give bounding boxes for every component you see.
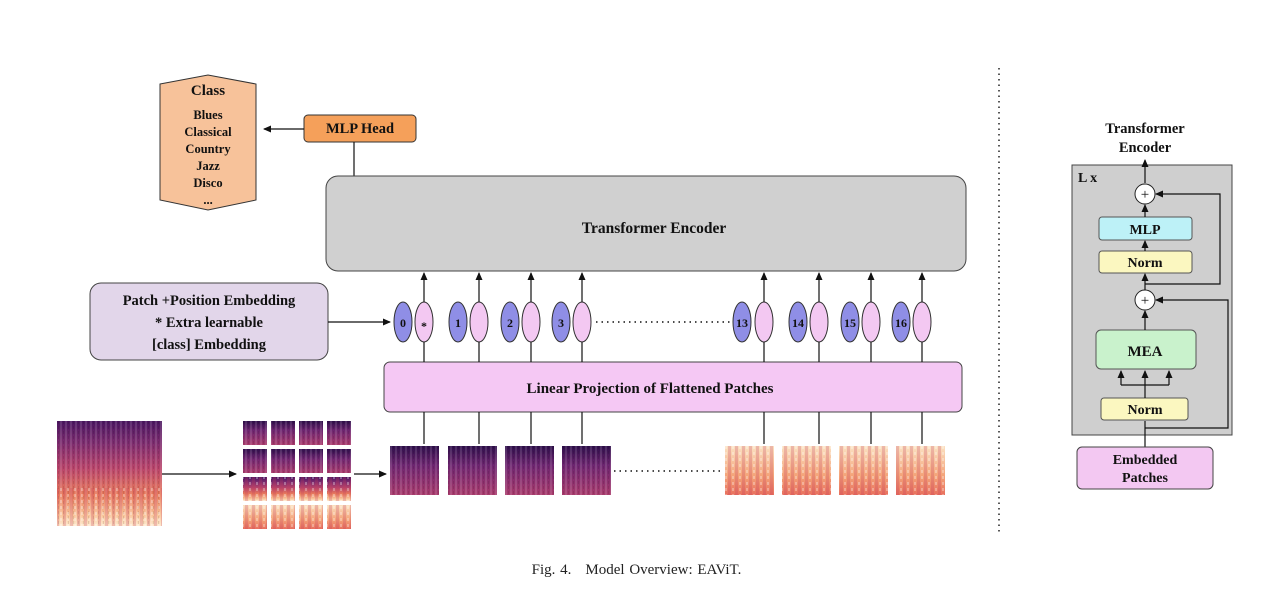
class-item: Blues — [193, 108, 222, 122]
token-group-16: 16 — [891, 301, 932, 343]
mlp-block: MLP — [1098, 216, 1193, 241]
class-output-box: Class Blues Classical Country Jazz Disco… — [159, 74, 257, 211]
patch-position-embedding-box: Patch +Position Embedding * Extra learna… — [89, 282, 329, 361]
mlp-head-label: MLP Head — [326, 121, 394, 137]
figure-caption: Fig. 4. Model Overview: EAViT. — [0, 562, 1273, 579]
token-label: 15 — [844, 316, 856, 330]
input-spectrogram — [57, 421, 162, 526]
norm-block-top: Norm — [1098, 250, 1193, 274]
plus-symbol: + — [1141, 293, 1149, 309]
figure-number: Fig. 4. — [531, 562, 572, 578]
transformer-encoder-box: Transformer Encoder — [325, 175, 967, 272]
linear-projection-box: Linear Projection of Flattened Patches — [383, 361, 963, 413]
class-item: Country — [185, 142, 231, 156]
repeat-label: L x — [1078, 171, 1097, 186]
linear-projection-label: Linear Projection of Flattened Patches — [527, 381, 774, 397]
grid-patch-texture — [327, 421, 351, 445]
residual-skip-bottom — [1145, 296, 1229, 429]
residual-add-middle: + — [1134, 289, 1156, 311]
plus-symbol: + — [1141, 187, 1149, 203]
class-item: ... — [203, 193, 212, 207]
token-label: 1 — [455, 316, 461, 330]
grid-patch-texture — [243, 477, 267, 501]
projection-to-token-lines — [423, 342, 923, 362]
mea-label: MEA — [1128, 344, 1163, 360]
token-group-3: 3 — [551, 301, 592, 343]
class-item: Jazz — [196, 159, 220, 173]
token-label: 2 — [507, 316, 513, 330]
norm-top-label: Norm — [1128, 256, 1163, 271]
embedding-line-2: * Extra learnable — [155, 315, 263, 331]
grid-patch-texture — [299, 449, 323, 473]
grid-patch-texture — [327, 477, 351, 501]
token-group-13: 13 — [732, 301, 774, 343]
token-group-0: 0 * — [393, 301, 434, 343]
token-group-14: 14 — [788, 301, 829, 343]
token-label: 13 — [736, 316, 748, 330]
token-to-encoder-arrows — [420, 272, 926, 302]
grid-patch-texture — [271, 477, 295, 501]
encoder-block-title-2: Encoder — [1119, 140, 1172, 156]
grid-patch-texture — [243, 505, 267, 529]
grid-patch-texture — [271, 449, 295, 473]
embedding-line-1: Patch +Position Embedding — [123, 293, 296, 309]
token-label: 3 — [558, 316, 564, 330]
token-label: 16 — [895, 316, 907, 330]
grid-patch-texture — [327, 449, 351, 473]
grid-patch-texture — [271, 421, 295, 445]
embedded-patches-box: Embedded Patches — [1076, 446, 1214, 490]
token-group-1: 1 — [448, 301, 489, 343]
token-group-2: 2 — [500, 301, 541, 343]
transformer-encoder-label: Transformer Encoder — [582, 220, 727, 237]
mlp-label: MLP — [1129, 223, 1161, 238]
grid-patch-texture — [271, 505, 295, 529]
patch-grid — [243, 421, 351, 529]
embedded-patches-line-2: Patches — [1122, 471, 1168, 486]
grid-patch-texture — [243, 421, 267, 445]
encoder-block-title-1: Transformer — [1105, 121, 1185, 137]
residual-skip-top — [1145, 190, 1221, 285]
grid-patch-texture — [243, 449, 267, 473]
grid-patch-texture — [299, 505, 323, 529]
token-label: * — [421, 319, 427, 333]
mea-block: MEA — [1095, 329, 1197, 370]
patch-to-projection-lines — [423, 412, 923, 444]
residual-add-top: + — [1134, 183, 1156, 205]
class-item: Classical — [184, 125, 232, 139]
norm-block-bottom: Norm — [1100, 397, 1189, 421]
mlp-head-box: MLP Head — [303, 114, 417, 143]
grid-patch-texture — [299, 477, 323, 501]
class-item: Disco — [193, 176, 222, 190]
class-title: Class — [191, 83, 225, 99]
grid-patch-texture — [299, 421, 323, 445]
norm-bottom-label: Norm — [1128, 403, 1163, 418]
flattened-patches — [390, 446, 945, 495]
embedding-line-3: [class] Embedding — [152, 337, 267, 353]
token-label: 0 — [400, 316, 406, 330]
qkv-arrows — [1117, 370, 1173, 398]
token-label: 14 — [792, 316, 804, 330]
token-group-15: 15 — [840, 301, 881, 343]
embedded-patches-line-1: Embedded — [1113, 453, 1178, 468]
figure-caption-text: Model Overview: EAViT. — [585, 562, 742, 578]
grid-patch-texture — [327, 505, 351, 529]
